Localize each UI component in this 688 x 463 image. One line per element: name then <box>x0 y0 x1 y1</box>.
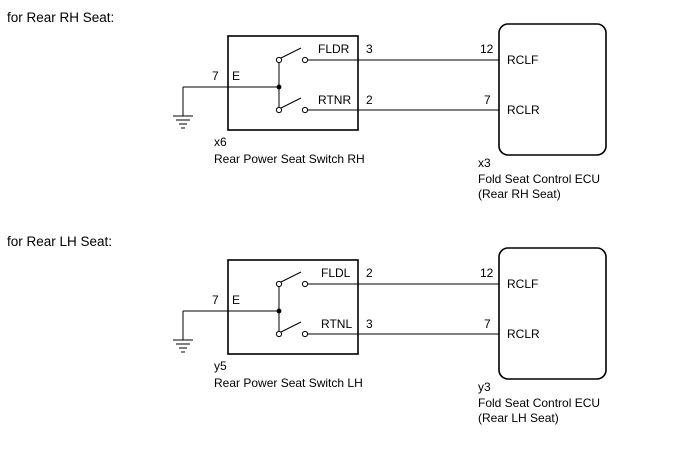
ecu-terminal-label-2-rh: RCLR <box>507 103 540 117</box>
ecu-pin-1-lh: 12 <box>480 266 494 280</box>
switch-pin-2-lh: 3 <box>366 317 373 331</box>
ground-pin-lh: 7 <box>212 293 219 307</box>
switch-contact-upper-lh <box>275 271 309 288</box>
ecu-rh: RCLF RCLR x3 Fold Seat Control ECU (Rear… <box>478 23 607 201</box>
ecu-connector-code-rh: x3 <box>478 156 491 170</box>
ecu-seat-lh: (Rear LH Seat) <box>478 411 559 425</box>
switch-box-lh <box>227 259 359 355</box>
ground-symbol-rh <box>173 86 228 129</box>
switch-rh: 7 E FLDR RTNR x6 Rear Power Seat <box>173 35 365 166</box>
ecu-pin-1-rh: 12 <box>480 42 494 56</box>
ecu-seat-rh: (Rear RH Seat) <box>478 187 561 201</box>
switch-pin-1-lh: 2 <box>366 266 373 280</box>
ecu-name-lh: Fold Seat Control ECU <box>478 396 600 410</box>
switch-contact-upper-rh <box>275 47 309 64</box>
ecu-lh: RCLF RCLR y3 Fold Seat Control ECU (Rear… <box>478 247 607 425</box>
ecu-pin-2-rh: 7 <box>484 93 491 107</box>
switch-pin-1-rh: 3 <box>366 42 373 56</box>
switch-terminal-label-2-lh: RTNL <box>321 317 352 331</box>
switch-contact-lower-rh <box>275 97 309 114</box>
ecu-terminal-label-1-lh: RCLF <box>507 277 538 291</box>
ecu-terminal-label-1-rh: RCLF <box>507 53 538 67</box>
switch-terminal-label-2-rh: RTNR <box>318 93 351 107</box>
junction-dot-rh <box>276 84 282 90</box>
switch-connector-code-lh: y5 <box>214 359 227 373</box>
junction-dot-lh <box>276 308 282 314</box>
ecu-pin-2-lh: 7 <box>484 317 491 331</box>
switch-contact-lower-lh <box>275 321 309 338</box>
switch-box-rh <box>227 35 359 131</box>
section-title-rh: for Rear RH Seat: <box>7 10 114 25</box>
switch-lh: 7 E FLDL RTNL y5 Rear Power Seat Switch … <box>173 259 363 390</box>
ecu-name-rh: Fold Seat Control ECU <box>478 172 600 186</box>
ground-pin-rh: 7 <box>212 69 219 83</box>
switch-terminal-label-1-lh: FLDL <box>321 266 351 280</box>
ecu-box-lh <box>498 247 607 380</box>
ground-pin-label-lh: E <box>232 293 240 307</box>
switch-terminal-label-1-rh: FLDR <box>318 42 350 56</box>
switch-pin-2-rh: 2 <box>366 93 373 107</box>
switch-name-lh: Rear Power Seat Switch LH <box>214 376 363 390</box>
switch-connector-code-rh: x6 <box>214 135 227 149</box>
ecu-terminal-label-2-lh: RCLR <box>507 327 540 341</box>
rh-seat-diagram: for Rear RH Seat: 7 E <box>7 10 607 201</box>
section-title-lh: for Rear LH Seat: <box>7 234 112 249</box>
ground-symbol-lh <box>173 310 228 353</box>
ground-pin-label-rh: E <box>232 69 240 83</box>
switch-name-rh: Rear Power Seat Switch RH <box>214 152 365 166</box>
lh-seat-diagram: for Rear LH Seat: 7 E <box>7 234 607 425</box>
ecu-box-rh <box>498 23 607 156</box>
ecu-connector-code-lh: y3 <box>478 380 491 394</box>
